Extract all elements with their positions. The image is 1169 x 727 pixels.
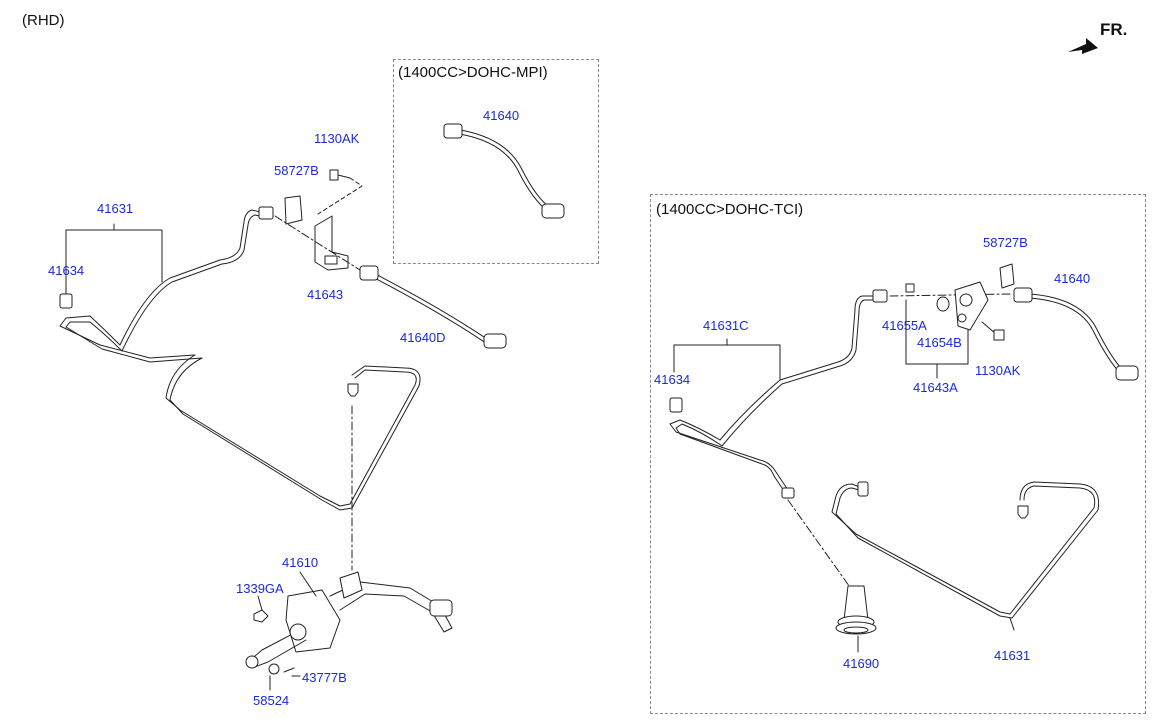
hose-41640-right	[1013, 287, 1139, 381]
hose-41640-mpi	[443, 123, 565, 219]
collar-41655A	[905, 283, 915, 293]
rhd-label: (RHD)	[22, 12, 65, 29]
part-label-41631C[interactable]: 41631C	[703, 318, 749, 333]
front-arrow-icon	[1068, 38, 1098, 54]
part-label-1130AK-left[interactable]: 1130AK	[314, 131, 360, 146]
mpi-variant-box	[393, 59, 599, 264]
part-label-41631-right[interactable]: 41631	[994, 648, 1031, 663]
bolt-1130AK-right	[981, 321, 1005, 341]
nut-1339GA	[253, 609, 269, 623]
clip-58727B-left	[284, 195, 303, 225]
washer-58524	[268, 663, 280, 675]
clutch-tube-41631-left	[59, 209, 421, 511]
bolt-1130AK-left	[317, 169, 363, 215]
pin-43777B	[283, 667, 295, 673]
part-label-43777B[interactable]: 43777B	[302, 670, 347, 685]
clip-41634	[59, 293, 73, 309]
part-label-1130AK-right[interactable]: 1130AK	[975, 363, 1021, 378]
bracket-41643A	[954, 281, 989, 331]
part-label-41610[interactable]: 41610	[282, 555, 319, 570]
part-label-41640D[interactable]: 41640D	[400, 330, 446, 345]
front-direction-label: FR.	[1100, 20, 1128, 39]
part-label-41654B[interactable]: 41654B	[917, 335, 962, 350]
part-label-41643A[interactable]: 41643A	[913, 380, 958, 395]
part-label-58524[interactable]: 58524	[253, 693, 290, 708]
part-label-41640-right[interactable]: 41640	[1054, 271, 1091, 286]
bracket-41643	[314, 215, 349, 271]
clutch-tube-41631-right	[831, 481, 1100, 619]
tube-fitting	[258, 206, 274, 220]
clutch-tube-41631C	[669, 289, 888, 499]
part-label-41634-right[interactable]: 41634	[654, 372, 691, 387]
mpi-variant-title: (1400CC>DOHC-MPI)	[398, 64, 548, 81]
part-label-41643[interactable]: 41643	[307, 287, 344, 302]
master-cylinder-41610	[245, 571, 453, 669]
part-label-41634-left[interactable]: 41634	[48, 263, 85, 278]
part-label-41640-mpi[interactable]: 41640	[483, 108, 520, 123]
clip-58727B-right	[999, 263, 1015, 289]
part-label-58727B-right[interactable]: 58727B	[983, 235, 1028, 250]
slave-cylinder-41690	[835, 585, 877, 635]
part-label-1339GA[interactable]: 1339GA	[236, 581, 284, 596]
part-label-41690[interactable]: 41690	[843, 656, 880, 671]
tci-variant-title: (1400CC>DOHC-TCI)	[656, 201, 804, 218]
bushing-41654B	[936, 296, 950, 312]
hose-41640D	[359, 265, 507, 349]
part-label-58727B-left[interactable]: 58727B	[274, 163, 319, 178]
part-label-41631-left[interactable]: 41631	[97, 201, 134, 216]
tci-variant-box	[650, 194, 1146, 714]
part-label-41655A[interactable]: 41655A	[882, 318, 927, 333]
